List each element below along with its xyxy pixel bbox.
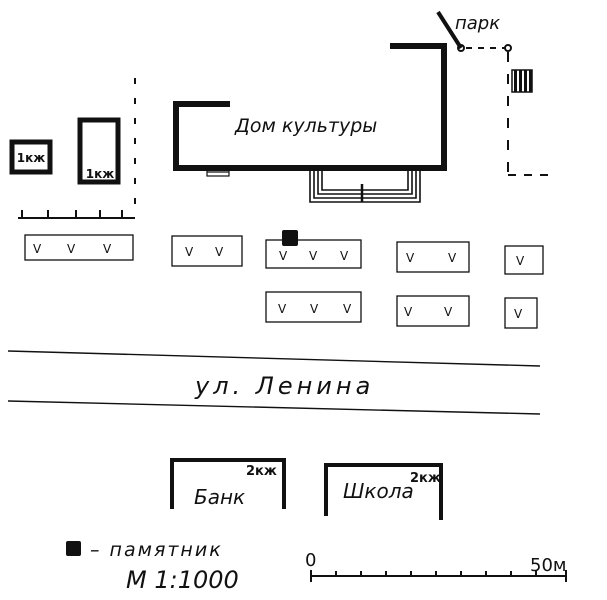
tree-mark: V [185, 245, 194, 259]
main-entrance-steps [309, 168, 421, 203]
small-building-2-label: 1кж [86, 167, 114, 181]
tree-mark: V [406, 251, 415, 265]
tree-mark: V [343, 302, 352, 316]
scale-start-label: 0 [305, 550, 316, 571]
tree-marks: V V V V V V V V V V V V V V V V V [33, 242, 525, 321]
side-steps [206, 165, 230, 177]
tree-mark: V [279, 249, 288, 263]
street-label: ул. Ленина [194, 372, 374, 400]
tree-mark: V [516, 254, 525, 268]
bank-label: Банк [194, 485, 245, 509]
tree-mark: V [215, 245, 224, 259]
park-gate [436, 10, 512, 52]
small-building-1 [9, 139, 53, 175]
tree-beds-row-2 [265, 291, 538, 329]
street-edge-top [7, 350, 541, 367]
tree-mark: V [340, 249, 349, 263]
tree-mark: V [278, 302, 287, 316]
small-building-1-label: 1кж [17, 151, 45, 165]
tree-bed [396, 241, 470, 273]
school-floors-label: 2кж [410, 471, 441, 486]
legend-monument-icon [66, 541, 81, 556]
tree-mark: V [444, 305, 453, 319]
tree-mark: V [514, 307, 523, 321]
legend-monument-label: – памятник [90, 539, 223, 561]
tree-bed [396, 295, 470, 327]
legend-scale-label: М 1:1000 [126, 566, 239, 594]
tree-mark: V [33, 242, 42, 256]
tree-bed [24, 234, 134, 261]
scale-bar [310, 570, 567, 582]
tree-bed [265, 291, 362, 323]
tree-mark: V [404, 305, 413, 319]
culture-house-outline [173, 43, 447, 171]
tree-bed [265, 239, 362, 269]
tree-mark: V [448, 251, 457, 265]
bank-floors-label: 2кж [246, 464, 277, 479]
bank-outline [170, 458, 286, 509]
monument-marker [282, 230, 298, 246]
park-steps [511, 69, 533, 93]
street-edge-bottom [7, 400, 541, 415]
tree-mark: V [310, 302, 319, 316]
scale-end-label: 50м [530, 555, 566, 576]
tree-mark: V [103, 242, 112, 256]
fence-left [18, 78, 136, 219]
tree-mark: V [309, 249, 318, 263]
tree-bed [171, 235, 243, 267]
park-label: парк [455, 13, 500, 34]
school-outline [324, 463, 443, 520]
culture-house-label: Дом культуры [234, 115, 377, 137]
tree-bed [504, 297, 538, 329]
tree-bed [504, 245, 544, 275]
small-building-2 [77, 117, 121, 185]
tree-mark: V [67, 242, 76, 256]
park-fence [507, 52, 548, 176]
school-label: Школа [343, 479, 414, 503]
tree-beds-row-1 [24, 234, 544, 275]
